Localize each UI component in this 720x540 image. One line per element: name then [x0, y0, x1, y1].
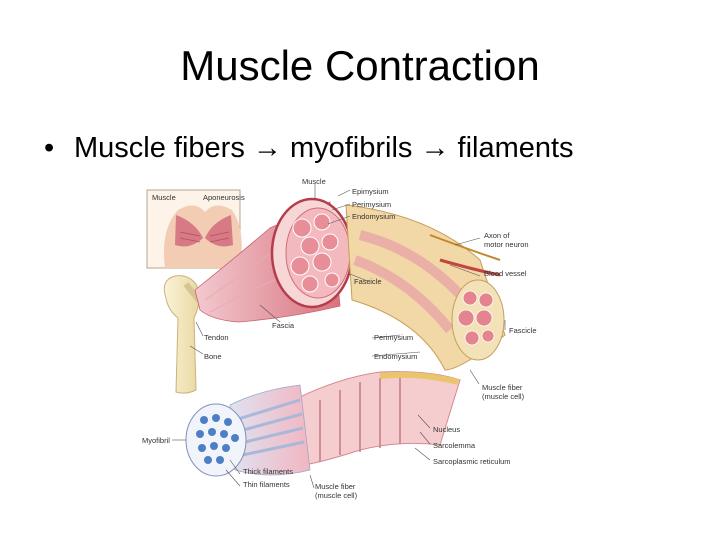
label-bone: Bone: [204, 352, 222, 361]
bullet-text: Muscle fibers → myofibrils → filaments: [74, 132, 574, 164]
label-fascicle-mid: Fascicle: [354, 277, 382, 286]
label-muscle-fiber-b1: Muscle fiber: [315, 482, 356, 491]
label-muscle-fiber-b2: (muscle cell): [315, 491, 358, 500]
label-myofibril: Myofibril: [142, 436, 170, 445]
fascicle-cross-sections: [290, 213, 340, 293]
label-thin-filaments: Thin filaments: [243, 480, 290, 489]
label-blood-vessel: Blood vessel: [484, 269, 527, 278]
torso-inset: [146, 189, 242, 269]
label-fascicle-right: Fascicle: [509, 326, 537, 335]
label-sarcoplasmic: Sarcoplasmic reticulum: [433, 457, 511, 466]
label-muscle: Muscle: [302, 177, 326, 186]
label-sarcolemma: Sarcolemma: [433, 441, 476, 450]
label-muscle-fiber-2: (muscle cell): [482, 392, 525, 401]
diagram-labels: Muscle Aponeurosis Muscle Epimysium Peri…: [142, 177, 537, 500]
bullet-item: • Muscle fibers → myofibrils → filaments: [44, 128, 574, 168]
label-fascia: Fascia: [272, 321, 295, 330]
label-axon-2: motor neuron: [484, 240, 529, 249]
label-axon-1: Axon of: [484, 231, 510, 240]
label-tendon: Tendon: [204, 333, 229, 342]
slide-title: Muscle Contraction: [180, 42, 540, 89]
myofibril-bundle: [185, 384, 311, 477]
label-inset-aponeurosis: Aponeurosis: [203, 193, 245, 202]
label-nucleus: Nucleus: [433, 425, 460, 434]
label-epimysium: Epimysium: [352, 187, 389, 196]
leader-lines: [172, 184, 506, 489]
label-endomysium-mid: Endomysium: [374, 352, 417, 361]
label-thick-filaments: Thick filaments: [243, 467, 293, 476]
bullet-dot: •: [44, 132, 55, 164]
label-endomysium-top: Endomysium: [352, 212, 395, 221]
label-perimysium-top: Perimysium: [352, 200, 391, 209]
label-inset-muscle: Muscle: [152, 193, 176, 202]
label-perimysium-mid: Perimysium: [374, 333, 413, 342]
fascicle-end: [451, 279, 505, 361]
label-muscle-fiber-1: Muscle fiber: [482, 383, 523, 392]
